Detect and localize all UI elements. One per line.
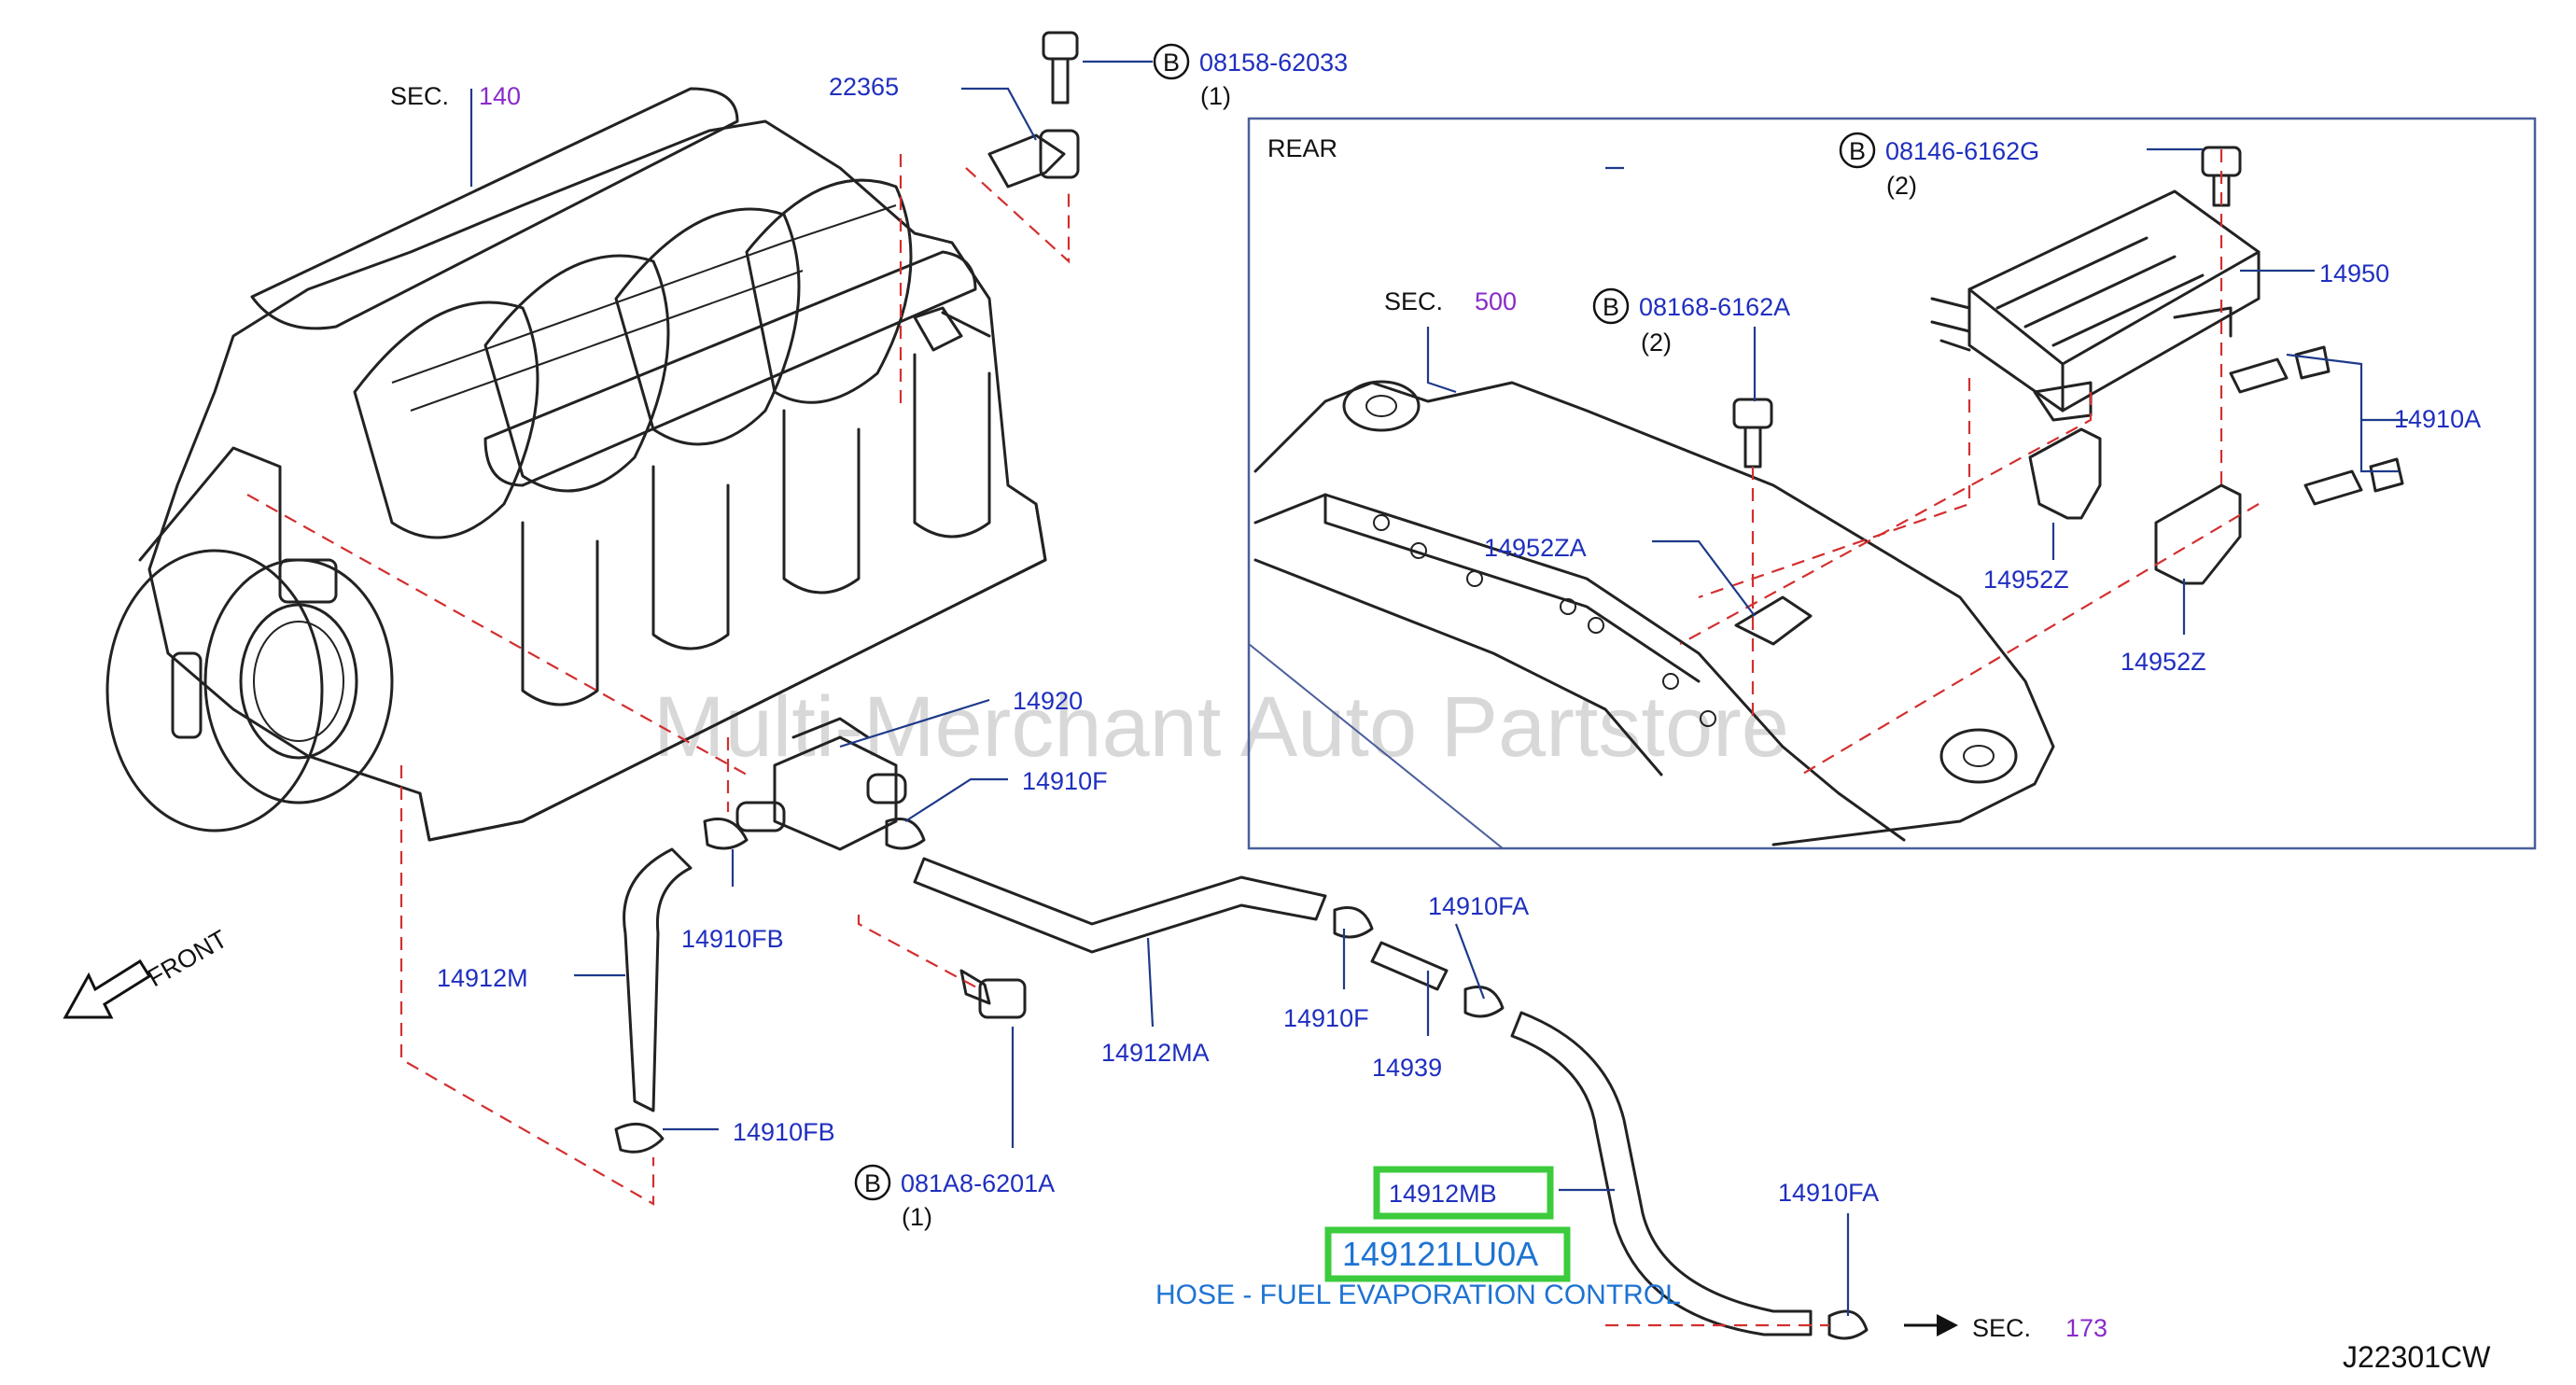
clamp-14910fb-upper [703,818,749,850]
diagram-id: J22301CW [2343,1340,2491,1374]
bolt-badge-letter: B [1163,49,1180,77]
hose-14912m-drawing [623,847,693,1112]
bolt-callout-08158[interactable]: B 08158-62033 (1) [1153,43,1348,110]
part-label-14920[interactable]: 14920 [1013,687,1083,715]
bolt-badge-letter: B [864,1169,881,1197]
clamp-14910f-lower [1333,906,1374,939]
bolt-qty: (1) [902,1203,932,1231]
sec-500-number[interactable]: 500 [1475,287,1517,315]
bracket-14952z-upper [2028,427,2102,520]
purge-valve-14920-drawing [735,717,907,851]
bolt-callout-08146[interactable]: B 08146-6162G (2) [1839,132,2039,200]
bolt-code[interactable]: 08146-6162G [1885,137,2039,165]
bolt-code[interactable]: 08168-6162A [1639,293,1790,321]
bolt-code[interactable]: 081A8-6201A [901,1169,1055,1197]
sec-173-number[interactable]: 173 [2065,1314,2107,1342]
bolt-qty: (2) [1641,329,1672,357]
bolt-badge-circle [1153,43,1190,80]
part-label-14910fb-upper[interactable]: 14910FB [681,925,784,953]
bolt-08158-drawing [1042,31,1079,105]
sec-140-number[interactable]: 140 [479,82,521,110]
leader-lines [469,60,2408,1316]
part-label-14952za[interactable]: 14952ZA [1484,534,1587,562]
bolt-14910a-drawing [2229,345,2404,506]
part-label-14910fb-lower[interactable]: 14910FB [733,1118,835,1146]
bracket-14952z-lower [2154,483,2242,585]
part-label-14939[interactable]: 14939 [1372,1054,1442,1082]
clamp-14910fb-lower [614,1122,665,1154]
sec-500-prefix: SEC. [1384,287,1443,315]
bolt-08168-drawing [1732,398,1773,469]
part-label-22365[interactable]: 22365 [829,73,899,101]
sec-173-prefix: SEC. [1972,1314,2031,1342]
part-label-14910fa-lower[interactable]: 14910FA [1778,1179,1879,1207]
part-label-14950[interactable]: 14950 [2319,259,2389,287]
inset-connector-line [1248,643,1504,849]
clamp-14910fa-lower [1827,1309,1869,1340]
rear-label: REAR [1267,134,1337,162]
bolt-callout-081a8[interactable]: B 081A8-6201A (1) [854,1164,1055,1231]
part-label-14912m[interactable]: 14912M [437,964,528,992]
part-label-14910a[interactable]: 14910A [2394,405,2481,433]
bolt-qty: (1) [1200,82,1231,110]
part-label-14910f-lower[interactable]: 14910F [1283,1004,1369,1032]
bolt-qty: (2) [1886,172,1917,200]
part-label-14910f-upper[interactable]: 14910F [1022,767,1108,795]
bolt-081a8-drawing [959,969,1027,1019]
evap-canister-drawing [1930,189,2261,422]
sec-140-prefix: SEC. [390,82,449,110]
intake-manifold-drawing [105,87,1047,842]
part-label-14952z-lower[interactable]: 14952Z [2121,648,2206,676]
bolt-badge-circle [1839,132,1876,169]
front-label: FRONT [143,925,232,992]
hose-14912mb-drawing [1510,1011,1813,1336]
part-label-14952z-upper[interactable]: 14952Z [1983,566,2069,594]
bolt-badge-circle [854,1164,891,1201]
hose-14912ma-drawing [913,857,1327,954]
highlight-box-part-number [1373,1166,1554,1220]
bolt-badge-letter: B [1849,137,1866,165]
connector-14939-drawing [1370,941,1449,991]
bolt-callout-08168[interactable]: B 08168-6162A (2) [1592,287,1790,357]
clamp-14910f-upper [885,818,926,850]
rear-inset-frame [1247,117,2537,850]
sec-173-arrow-head [1937,1314,1958,1336]
part-label-14910fa-upper[interactable]: 14910FA [1428,892,1529,920]
front-direction-arrow [63,958,152,1019]
highlight-description: HOSE - FUEL EVAPORATION CONTROL [1155,1280,1681,1310]
sensor-22365-drawing [987,129,1080,189]
dashed-reference-lines [246,149,2260,1327]
part-label-14912ma[interactable]: 14912MA [1101,1039,1210,1067]
clamp-14910fa-upper [1463,986,1505,1018]
watermark-text: Multi-Merchant Auto Partstore [653,679,1789,775]
highlight-part-number[interactable]: 14912MB [1389,1180,1497,1208]
highlight-oem-number[interactable]: 149121LU0A [1342,1235,1538,1273]
bolt-badge-circle [1592,287,1630,325]
bolt-badge-letter: B [1603,293,1619,321]
bolt-code[interactable]: 08158-62033 [1199,49,1348,77]
crossmember-drawing [1253,380,2055,846]
highlight-box-oem-number [1324,1226,1571,1282]
